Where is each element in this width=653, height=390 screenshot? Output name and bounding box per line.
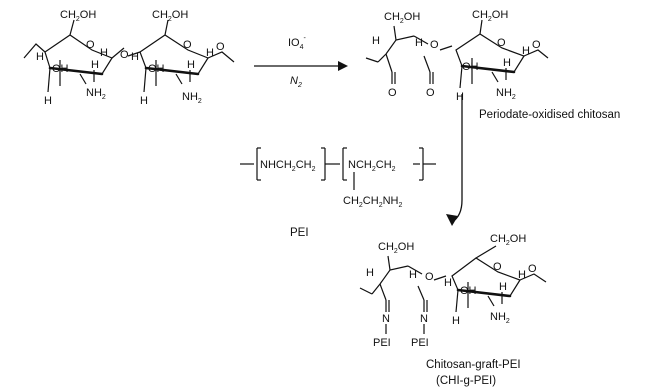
h-label: H: [187, 59, 195, 71]
h-label: H: [206, 47, 214, 59]
terminal-oxygen-label: O: [532, 39, 541, 51]
ch2oh-label: CH2OH: [472, 9, 508, 23]
imine-nitrogen-label: N: [382, 313, 390, 325]
ch2oh-label: CH2OH: [60, 9, 96, 23]
pei-caption: PEI: [290, 227, 309, 239]
product-caption-line2: (CHI-g-PEI): [436, 375, 496, 387]
h-label: H: [415, 37, 423, 49]
grafting-arrow: [446, 94, 463, 226]
h-label: H: [456, 91, 464, 103]
ring-oxygen-label: O: [497, 37, 506, 49]
h-label: H: [452, 315, 460, 327]
h-label: H: [372, 35, 380, 47]
pei-structure: NHCH2CH2 NCH2CH2 CH2CH2NH2: [240, 147, 436, 209]
ring-oxygen-label: O: [86, 39, 95, 51]
oxidised-ring-2: [455, 19, 549, 89]
ch2oh-label: CH2OH: [490, 233, 526, 247]
terminal-oxygen-label: O: [528, 263, 537, 275]
oxidation-arrow: [254, 61, 348, 71]
ch2oh-label: CH2OH: [384, 11, 420, 25]
h-label: H: [409, 269, 417, 281]
oh-label: OH: [462, 61, 479, 73]
oh-label: OH: [460, 285, 477, 297]
nh2-label: NH2: [496, 87, 516, 101]
nh2-label: NH2: [86, 87, 106, 101]
pei-graft-label: PEI: [411, 337, 429, 349]
oxidised-ring-1: [365, 25, 453, 84]
imine-nitrogen-label: N: [420, 313, 428, 325]
h-label: H: [140, 95, 148, 107]
oh-label: OH: [148, 63, 165, 75]
pei-unit-1: NHCH2CH2: [260, 159, 316, 173]
chitosan-ring-1: [23, 19, 125, 93]
pei-branch: CH2CH2NH2: [343, 195, 402, 209]
nh2-label: NH2: [490, 311, 510, 325]
glycosidic-oxygen-label: O: [430, 39, 439, 51]
aldehyde-oxygen-label: O: [426, 87, 435, 99]
h-label: H: [91, 59, 99, 71]
h-label: H: [444, 277, 452, 289]
chitosan-structure: CH2OH O H OH H H NH2 H O CH2OH O H OH H …: [23, 9, 235, 107]
glycosidic-oxygen-label: O: [120, 49, 129, 61]
nh2-label: NH2: [182, 91, 202, 105]
ring-oxygen-label: O: [183, 39, 192, 51]
pei-graft-label: PEI: [373, 337, 391, 349]
h-label: H: [36, 51, 44, 63]
product-ring-1: [359, 255, 447, 334]
nitrogen-condition: N2: [290, 75, 302, 89]
product-structure: CH2OH H H O N N PEI PEI CH2OH O H OH H H…: [359, 233, 547, 349]
chitosan-ring-2: [127, 19, 235, 93]
oxidised-chitosan-caption: Periodate-oxidised chitosan: [479, 109, 620, 121]
aldehyde-oxygen-label: O: [388, 87, 397, 99]
h-label: H: [518, 269, 526, 281]
oxidised-chitosan-structure: CH2OH H H O O O CH2OH O OH H H NH2 H O: [365, 9, 549, 103]
terminal-oxygen-label: O: [216, 41, 225, 53]
ch2oh-label: CH2OH: [378, 241, 414, 255]
product-caption-line1: Chitosan-graft-PEI: [426, 359, 521, 371]
h-label: H: [503, 57, 511, 69]
h-label: H: [522, 45, 530, 57]
ch2oh-label: CH2OH: [152, 9, 188, 23]
product-ring-2: [451, 245, 547, 313]
ring-oxygen-label: O: [493, 261, 502, 273]
pei-unit-2: NCH2CH2: [348, 159, 396, 173]
h-label: H: [366, 267, 374, 279]
h-label: H: [131, 51, 139, 63]
oh-label: OH: [52, 63, 69, 75]
glycosidic-oxygen-label: O: [425, 271, 434, 283]
h-label: H: [499, 281, 507, 293]
periodate-reagent: IO4-: [288, 35, 307, 51]
h-label: H: [100, 47, 108, 59]
h-label: H: [44, 95, 52, 107]
